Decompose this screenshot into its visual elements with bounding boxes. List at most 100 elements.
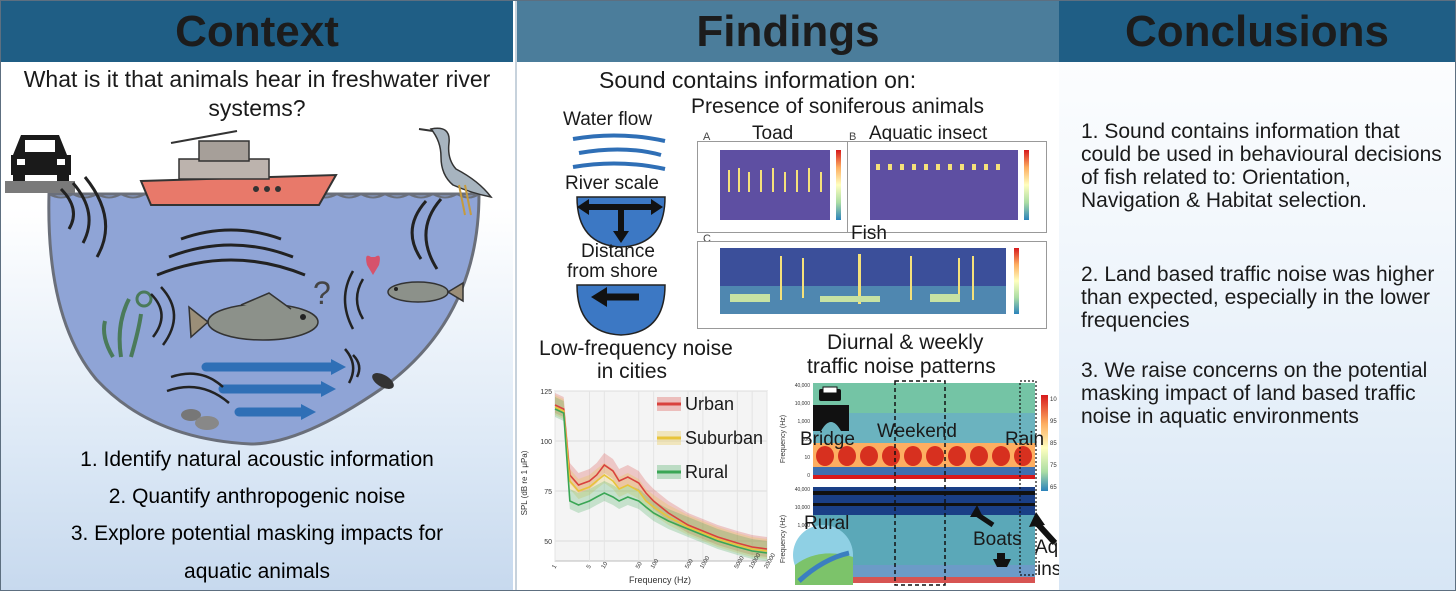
colorbar-tick: 105 (1050, 397, 1057, 403)
colorbar-tick: 65 (1050, 485, 1057, 491)
diurnal-ytick-top: 1,000 (797, 419, 810, 425)
findings-header: Findings (517, 1, 1059, 62)
context-question: What is it that animals hear in freshwat… (23, 66, 491, 121)
lowfreq-xtick: 100 (650, 558, 661, 570)
diurnal-title-2: traffic noise patterns (807, 355, 996, 378)
diurnal-ytick-top: 10 (804, 455, 810, 461)
car-bridge-icon (813, 386, 849, 431)
lowfreq-xtick: 1 (552, 564, 559, 570)
diurnal-chart: 10595857565 40,00010,0001,00010010040,00… (779, 379, 1057, 589)
lowfreq-ytick: 100 (540, 439, 552, 446)
heart-icon (366, 255, 380, 275)
spec-b-letter: B (849, 131, 857, 143)
car-icon (5, 135, 75, 193)
conclusion-1: 1. Sound contains information that could… (1081, 120, 1442, 212)
lowfreq-xtick: 500 (685, 558, 696, 570)
lowfreq-line-suburban (554, 406, 768, 552)
lowfreq-line-rural (554, 408, 768, 554)
fish-spectrogram (697, 241, 1047, 329)
river-scale-label: River scale (565, 173, 659, 194)
lowfreq-title-1: Low-frequency noise (539, 337, 733, 360)
distance-label: Distance (581, 241, 655, 262)
soniferous-title: Presence of soniferous animals (691, 95, 984, 118)
spec-a-letter: A (703, 131, 711, 143)
context-panel: Context What is it that animals hear in … (1, 1, 513, 590)
daily-traffic-peak (838, 446, 856, 466)
river-scene-illustration: ? (5, 127, 493, 446)
toad-calls (728, 168, 822, 192)
from-shore-label: from shore (567, 261, 658, 282)
spec-insect-label: Aquatic insect (869, 123, 988, 144)
daily-traffic-peak (1014, 446, 1032, 466)
rain-label: Rain (1005, 429, 1045, 450)
lowfreq-title-2: in cities (597, 360, 668, 383)
diurnal-ytick-bottom: 40,000 (795, 487, 811, 493)
boat-icon (139, 130, 338, 206)
insect-spectrogram (847, 141, 1047, 233)
daily-traffic-peak (882, 446, 900, 466)
lowfreq-ytick: 125 (540, 389, 552, 396)
findings-panel: Findings Sound contains information on: … (515, 1, 1098, 590)
heron-icon (418, 127, 493, 216)
daily-traffic-peak (948, 446, 966, 466)
insect-icon (372, 373, 394, 389)
water-flow-label: Water flow (563, 109, 653, 130)
diurnal-ytick-bottom: 1,000 (797, 523, 810, 529)
conclusions-header: Conclusions (1059, 1, 1455, 62)
legend-label-suburban: Suburban (685, 428, 763, 448)
toad-spectrogram (697, 141, 849, 233)
lowfreq-line-urban (554, 404, 768, 550)
insect-calls (876, 164, 1000, 170)
boats-label: Boats (973, 529, 1022, 550)
colorbar-tick: 75 (1050, 463, 1057, 469)
diurnal-ytick-top: 0 (807, 473, 810, 479)
diurnal-ytick-top: 40,000 (795, 383, 811, 389)
colorbar-tick: 95 (1050, 419, 1057, 425)
small-fish-icon (387, 281, 464, 303)
legend-label-rural: Rural (685, 462, 728, 482)
lowfreq-xtick: 5 (586, 564, 593, 570)
daily-traffic-peak (926, 446, 944, 466)
daily-traffic-peak (992, 446, 1010, 466)
diurnal-title-1: Diurnal & weekly (827, 331, 984, 354)
rural-label: Rural (804, 513, 850, 534)
lowfreq-ytick: 75 (544, 489, 552, 496)
lowfreq-xlabel: Frequency (Hz) (629, 575, 691, 585)
diurnal-ytick-bottom: 10,000 (795, 505, 811, 511)
boat-small-icon (993, 553, 1011, 567)
spec-fish-label: Fish (851, 223, 887, 244)
question-mark-icon: ? (313, 275, 331, 311)
aim-3-cont: aquatic animals (184, 560, 330, 583)
diurnal-ytick-top: 10,000 (795, 401, 811, 407)
rural-landscape-icon (793, 525, 853, 585)
findings-title: Sound contains information on: (599, 67, 917, 93)
lowfreq-ylabel: SPL (dB re 1 μPa) (520, 450, 529, 515)
lowfreq-xtick: 10 (601, 561, 610, 570)
aim-1: 1. Identify natural acoustic information (80, 448, 434, 471)
spec-toad-label: Toad (752, 123, 794, 144)
conclusion-3: 3. We raise concerns on the potential ma… (1081, 359, 1428, 428)
fish-icon (188, 292, 319, 341)
context-header: Context (1, 1, 513, 62)
daily-traffic-peak (816, 446, 834, 466)
daily-traffic-peak (860, 446, 878, 466)
distance-shore-icon (576, 284, 666, 336)
weekend-label: Weekend (877, 421, 957, 442)
lowfreq-ytick: 50 (544, 539, 552, 546)
aim-3: 3. Explore potential masking impacts for (70, 522, 444, 545)
daily-traffic-peak (904, 446, 922, 466)
river-scale-icon (576, 196, 666, 248)
legend-label-urban: Urban (685, 394, 734, 414)
plant-icon (102, 290, 153, 359)
conclusions-panel: Conclusions 1. Sound contains informatio… (1059, 1, 1455, 590)
aim-2: 2. Quantify anthropogenic noise (108, 485, 406, 508)
diurnal-ytick-top: 100 (802, 437, 811, 443)
lowfreq-band-suburban (555, 395, 767, 559)
lowfreq-xtick: 50 (635, 561, 644, 570)
bridge-label: Bridge (800, 429, 855, 450)
diurnal-ylabel-top: Frequency (Hz) (780, 415, 787, 463)
water-flow-icon (572, 133, 666, 171)
diurnal-ylabel-bottom: Frequency (Hz) (780, 515, 787, 563)
